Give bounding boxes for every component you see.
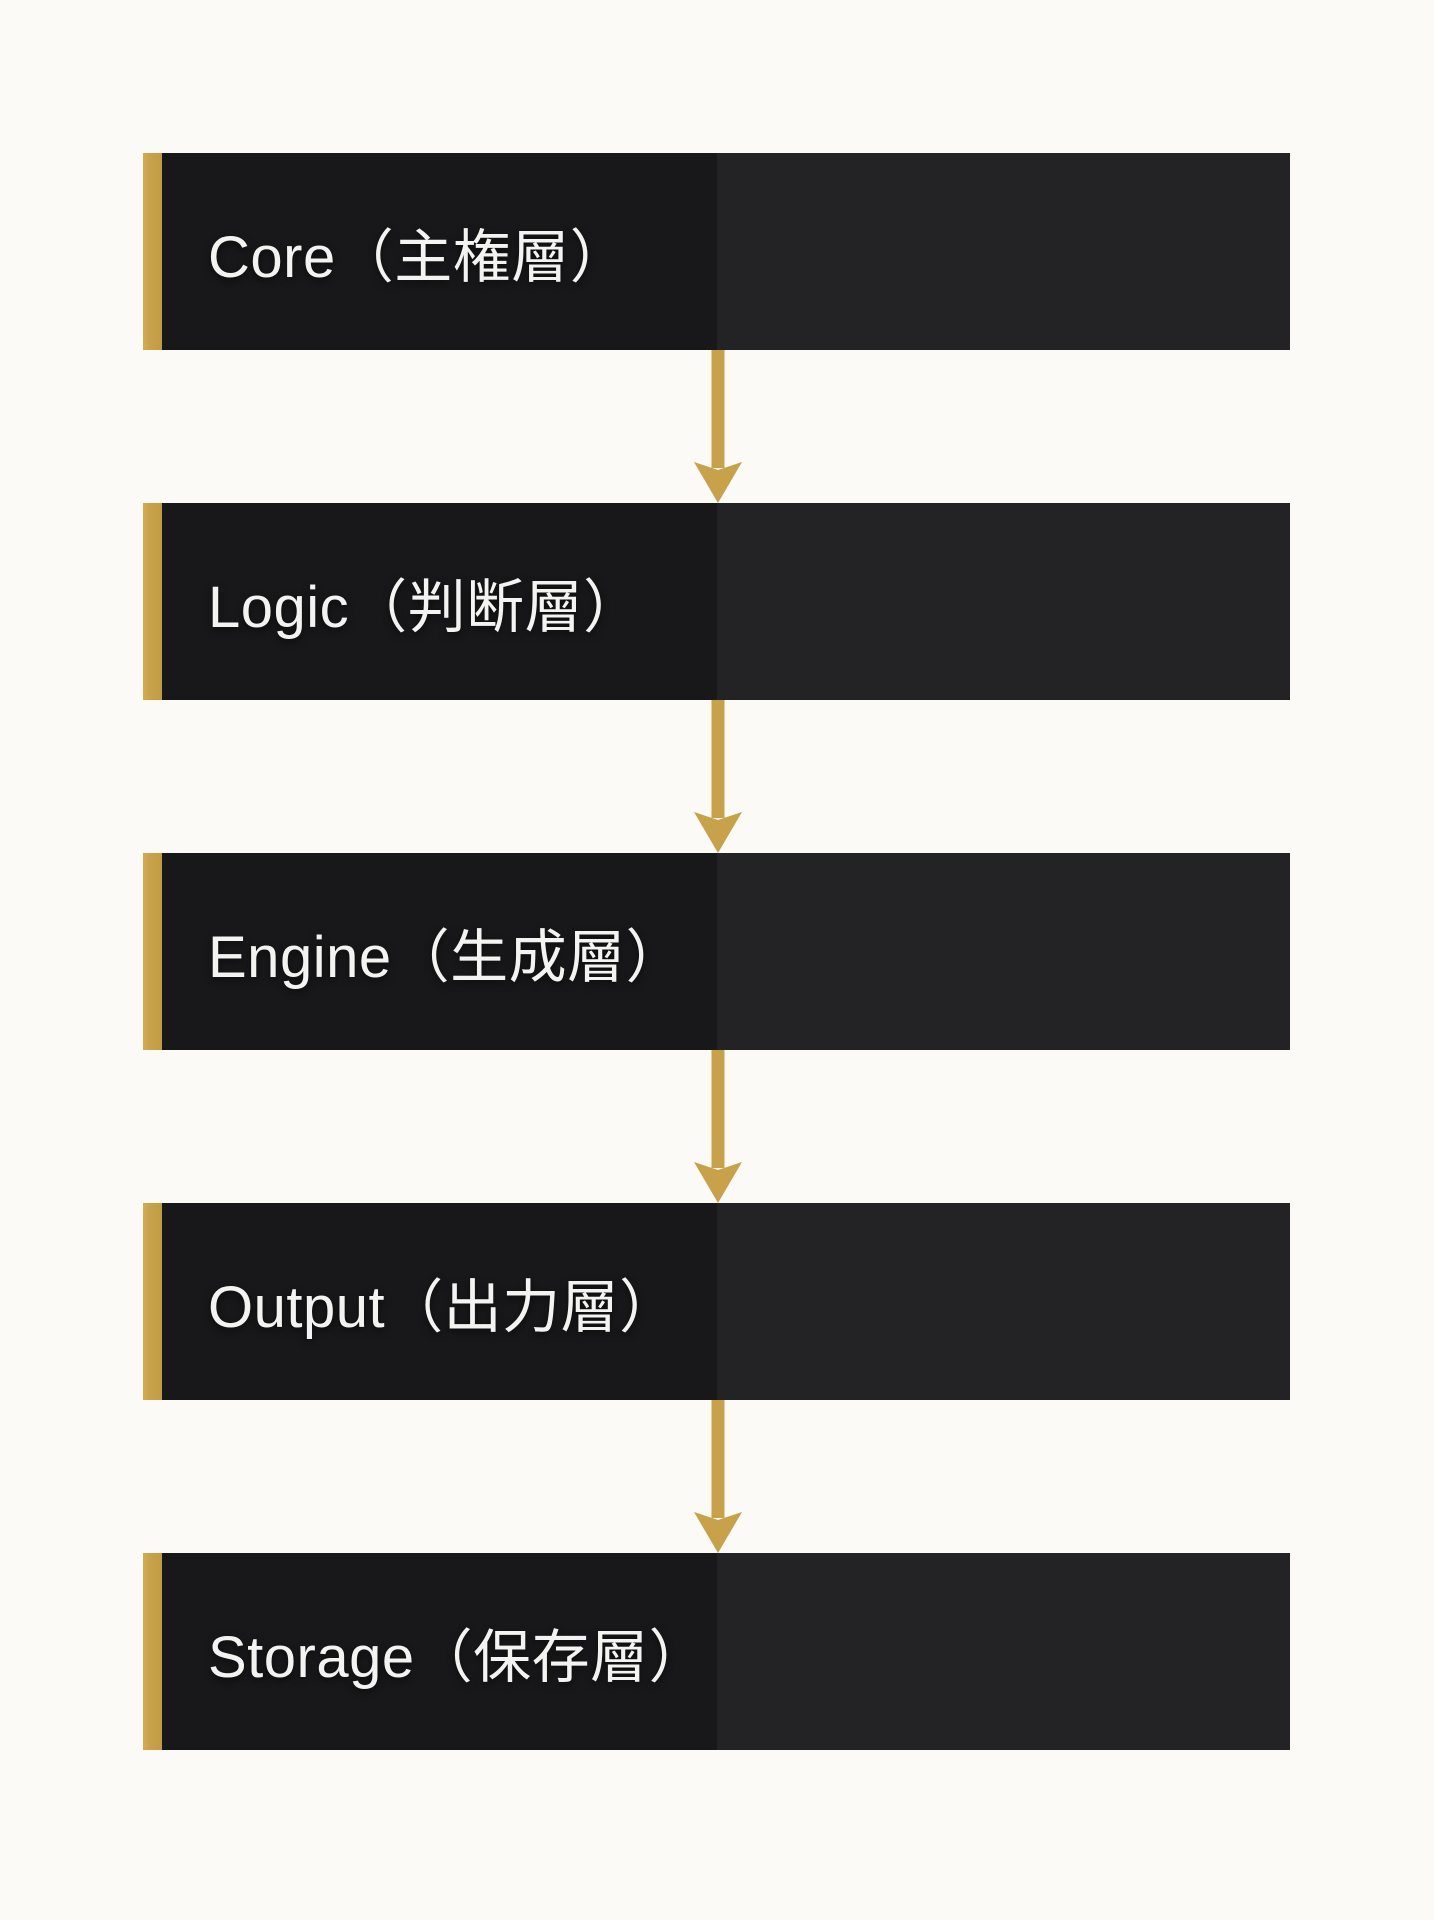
flow-connector-output-to-storage	[694, 1400, 742, 1553]
layer-label-storage: Storage（保存層）	[208, 1624, 708, 1690]
layer-bar-body: Storage（保存層）	[162, 1553, 1290, 1750]
layer-label-output: Output（出力層）	[208, 1274, 678, 1340]
layer-bar-body: Output（出力層）	[162, 1203, 1290, 1400]
layer-bar-logic: Logic（判断層）	[143, 503, 1290, 700]
layer-bar-body: Engine（生成層）	[162, 853, 1290, 1050]
layer-bar-core: Core（主権層）	[143, 153, 1290, 350]
arrow-down-icon	[694, 1400, 742, 1553]
layer-label-engine: Engine（生成層）	[208, 924, 685, 990]
gold-accent-strip	[143, 853, 162, 1050]
arrow-down-icon	[694, 1050, 742, 1203]
layer-bar-body: Logic（判断層）	[162, 503, 1290, 700]
layer-bar-body: Core（主権層）	[162, 153, 1290, 350]
arrow-down-icon	[694, 350, 742, 503]
flow-connector-engine-to-output	[694, 1050, 742, 1203]
gold-accent-strip	[143, 153, 162, 350]
flow-connector-core-to-logic	[694, 350, 742, 503]
gold-accent-strip	[143, 503, 162, 700]
arrow-down-icon	[694, 700, 742, 853]
layer-bar-output: Output（出力層）	[143, 1203, 1290, 1400]
layer-bar-storage: Storage（保存層）	[143, 1553, 1290, 1750]
layer-label-core: Core（主権層）	[208, 224, 629, 290]
gold-accent-strip	[143, 1203, 162, 1400]
gold-accent-strip	[143, 1553, 162, 1750]
flow-connector-logic-to-engine	[694, 700, 742, 853]
layer-bar-engine: Engine（生成層）	[143, 853, 1290, 1050]
layer-label-logic: Logic（判断層）	[208, 574, 642, 640]
